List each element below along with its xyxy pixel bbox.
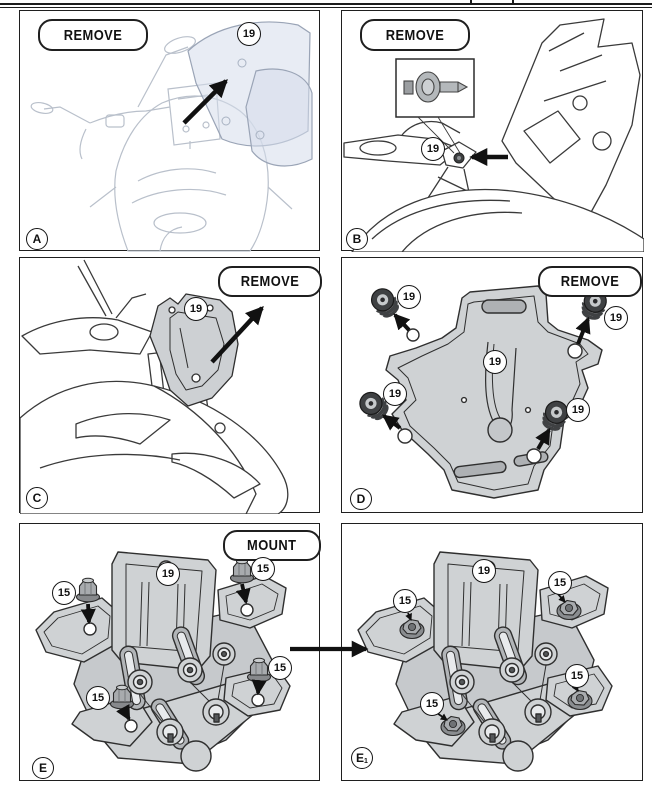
hex-nut-icon (75, 577, 101, 603)
cockpit-line-art (343, 18, 644, 252)
panel-letter-a: A (26, 228, 48, 250)
step-panel-a: REMOVE 19 A (19, 10, 320, 252)
panel-letter-b: B (346, 228, 368, 250)
action-label-remove: REMOVE (538, 266, 642, 297)
step-panel-d: REMOVE 19 19 19 19 19 D (341, 257, 643, 513)
callout-15: 15 (420, 692, 444, 716)
action-label-mount: MOUNT (223, 530, 321, 561)
action-label-text: REMOVE (385, 26, 445, 44)
callout-number: 15 (57, 587, 71, 599)
callout-19: 19 (566, 398, 590, 422)
callout-15: 15 (565, 664, 589, 688)
callout-19: 19 (184, 297, 208, 321)
hex-nut-icon (229, 558, 255, 584)
removal-arrow (182, 79, 228, 125)
callout-15: 15 (548, 571, 572, 595)
panel-c-illustration (20, 259, 289, 514)
action-label-remove: REMOVE (218, 266, 322, 297)
front-fairing-line-art (20, 259, 289, 514)
callout-number: 15 (553, 577, 567, 589)
mounting-plate-shape (385, 285, 603, 499)
panel-e-illustration (35, 551, 291, 772)
bracket-assembly-illustration (357, 551, 613, 772)
callout-19: 19 (604, 306, 628, 330)
panel-letter-e: E (32, 757, 54, 779)
callout-number: 15 (91, 692, 105, 704)
panel-letter-d: D (350, 488, 372, 510)
callout-number: 19 (189, 303, 203, 315)
panel-letter-text: C (32, 491, 42, 505)
callout-15: 15 (393, 589, 417, 613)
action-label-text: REMOVE (240, 273, 300, 290)
removal-arrow (210, 306, 264, 364)
callout-number: 19 (388, 388, 402, 400)
callout-19: 19 (397, 285, 421, 309)
action-label-remove: REMOVE (38, 19, 148, 51)
callout-19: 19 (483, 350, 507, 374)
action-label-text: REMOVE (560, 273, 620, 290)
callout-number: 15 (570, 670, 584, 682)
panel-letter-subscript: 1 (364, 758, 368, 765)
panel-d-illustration (353, 282, 611, 499)
rivet-pin (457, 156, 461, 160)
callout-15: 15 (52, 581, 76, 605)
callout-number: 19 (477, 565, 491, 577)
callout-number: 19 (488, 356, 502, 368)
panel-letter-text: B (352, 232, 362, 246)
callout-number: 15 (256, 563, 270, 575)
panel-letter-c: C (26, 487, 48, 509)
action-label-remove: REMOVE (360, 19, 470, 51)
callout-number: 19 (242, 28, 256, 40)
callout-number: 19 (609, 312, 623, 324)
panel-letter-text: D (356, 492, 366, 506)
panel-a-illustration (30, 21, 313, 252)
callout-number: 19 (571, 404, 585, 416)
motorcycle-faint-outline (30, 36, 293, 252)
callout-number: 19 (161, 568, 175, 580)
action-label-text: REMOVE (63, 26, 123, 44)
mount-arrows (80, 583, 267, 721)
fastener-inset (395, 58, 475, 154)
page-top-rule-2 (0, 7, 652, 9)
callout-19: 19 (383, 382, 407, 406)
callout-19: 19 (237, 22, 261, 46)
callout-15: 15 (86, 686, 110, 710)
callout-15: 15 (268, 656, 292, 680)
windscreen-shape (187, 21, 313, 167)
callout-19: 19 (156, 562, 180, 586)
callout-number: 19 (402, 291, 416, 303)
cropped-panel-tick (470, 0, 472, 5)
callout-15: 15 (251, 557, 275, 581)
step-sequence-arrow (290, 640, 369, 658)
callout-19: 19 (472, 559, 496, 583)
windscreen-holes (221, 58, 265, 140)
callout-19: 19 (421, 137, 445, 161)
push-rivet-icon (403, 71, 469, 103)
callout-number: 15 (273, 662, 287, 674)
step-panel-c: REMOVE 19 C (19, 257, 322, 514)
removal-arrows (382, 313, 591, 451)
callout-number: 19 (426, 143, 440, 155)
panel-letter-text: E (38, 761, 47, 775)
inset-leader-lines (417, 116, 461, 154)
cropped-panel-tick (512, 0, 514, 5)
step-panel-b: REMOVE 19 B (341, 10, 644, 252)
panel-letter-text: E (356, 751, 365, 765)
step-panel-e: MOUNT 19 15 15 15 15 E (19, 523, 321, 781)
action-label-text: MOUNT (247, 537, 297, 554)
panel-letter-text: A (32, 232, 42, 246)
page-top-rule (0, 3, 652, 6)
callout-number: 15 (398, 595, 412, 607)
callout-number: 15 (425, 698, 439, 710)
